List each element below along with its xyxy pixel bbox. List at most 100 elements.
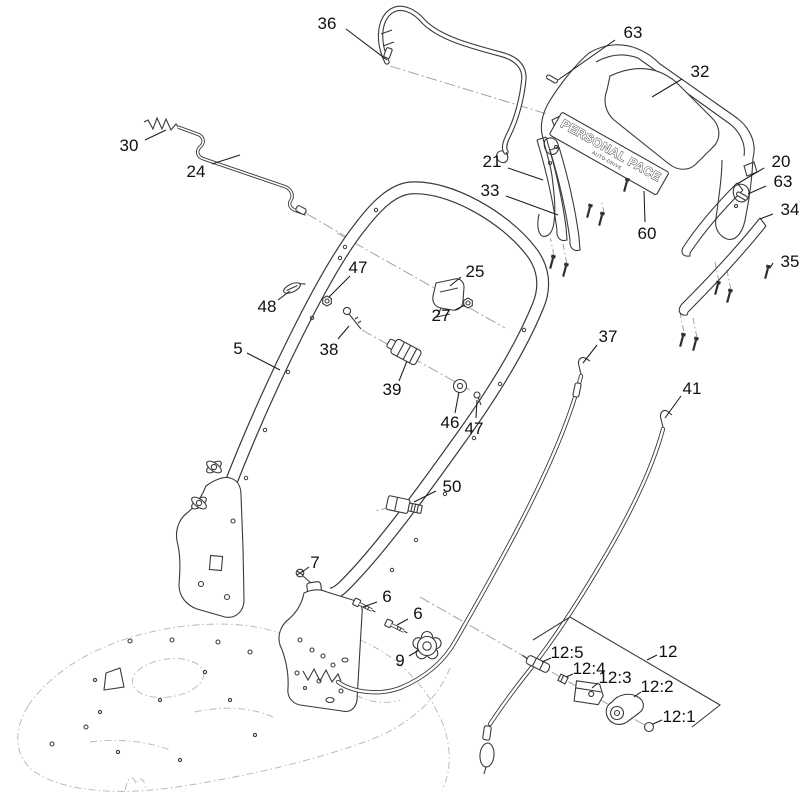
screw-63-35 (764, 264, 771, 279)
tube-rivet (471, 435, 477, 441)
tube-rivet (342, 244, 348, 250)
callout-25: 25 (466, 262, 485, 281)
leader-line-63 (557, 39, 616, 81)
leader-line-12 (646, 654, 658, 661)
shift-rod-and-spring (143, 116, 307, 216)
mower-deck-phantom (17, 623, 451, 792)
callout-27: 27 (432, 306, 451, 325)
tube-rivets (243, 207, 527, 573)
callout-39: 39 (383, 380, 402, 399)
callout-5: 5 (233, 339, 242, 358)
screw-axis-line (726, 269, 732, 291)
callout-35: 35 (781, 252, 800, 271)
leader-line-50 (413, 490, 437, 503)
callout-47: 47 (349, 258, 368, 277)
brake-cable-41 (479, 409, 673, 775)
tube-rivet (243, 475, 249, 481)
tube-rivet (497, 381, 503, 387)
nut-47a (322, 295, 332, 307)
callout-12: 12 (659, 642, 678, 661)
group-12-kit (521, 616, 721, 733)
washer-46 (452, 378, 468, 394)
leader-line-27 (454, 304, 466, 311)
leader-line-47 (475, 399, 478, 419)
leader-line-12-4 (565, 673, 574, 678)
support-left-33 (549, 146, 581, 252)
callout-60: 60 (638, 224, 657, 243)
screw-47b (473, 391, 482, 406)
cam-lock-lever (206, 460, 222, 474)
part-12-4 (557, 673, 569, 685)
leader-line-34 (759, 213, 774, 220)
leader-line-12-3 (591, 682, 599, 689)
leader-line-48 (277, 290, 291, 301)
left-handle-bracket (175, 460, 245, 618)
screw-63-35 (692, 336, 699, 351)
screw-63-35 (598, 211, 605, 226)
callout-12-5: 12:5 (550, 643, 583, 662)
callout-24: 24 (187, 162, 206, 181)
right-handle-bracket (278, 581, 363, 712)
leader-line-32 (651, 78, 683, 98)
screw-63-35 (679, 332, 686, 347)
cam-lock-levers (191, 460, 222, 510)
callout-32: 32 (691, 62, 710, 81)
tube-rivet (262, 427, 268, 433)
callout-33: 33 (481, 181, 500, 200)
leader-line-39 (398, 360, 408, 382)
leader-line-25 (449, 276, 462, 287)
callout-37: 37 (599, 327, 618, 346)
tube-rivet (285, 369, 291, 375)
screw-axis-line (692, 317, 698, 339)
screw-axis-line (679, 311, 685, 334)
callout-34: 34 (781, 200, 800, 219)
bolt-38 (342, 306, 362, 330)
tube-rivet (373, 207, 379, 213)
callout-63: 63 (624, 23, 643, 42)
callout-47: 47 (465, 419, 484, 438)
bolt-7 (295, 568, 312, 584)
tube-rivet (413, 537, 419, 543)
callout-6: 6 (382, 587, 391, 606)
callout-63: 63 (774, 172, 793, 191)
part-12-2 (605, 693, 644, 725)
leader-line-7 (301, 566, 310, 573)
callout-50: 50 (443, 477, 462, 496)
traction-cable-37 (302, 356, 591, 695)
screw-63-35 (549, 254, 556, 269)
leader-line-63 (747, 185, 767, 195)
leader-line-35 (769, 262, 774, 269)
callout-30: 30 (120, 136, 139, 155)
screw-axis-line (549, 235, 555, 257)
clip-48 (283, 282, 306, 294)
callout-48: 48 (258, 297, 277, 316)
handle-tube (221, 181, 550, 601)
bolt-6a (352, 597, 376, 613)
callout-12-3: 12:3 (598, 668, 631, 687)
leader-line-5 (246, 352, 281, 371)
tube-rivet (309, 315, 315, 321)
part-12-5 (521, 654, 551, 673)
callout-41: 41 (683, 379, 702, 398)
leader-line-36 (345, 28, 388, 61)
tube-rivet (389, 567, 395, 573)
leader-line-21 (507, 167, 544, 181)
leader-line-60 (643, 190, 646, 223)
callout-6: 6 (413, 604, 422, 623)
screw-axis-line (714, 261, 720, 283)
screw-63-35 (562, 262, 569, 277)
leader-line-9 (408, 649, 420, 657)
screw-axis-line (562, 243, 568, 265)
hardware-parts (283, 278, 482, 660)
callout-36: 36 (318, 14, 337, 33)
bail-bar (377, 5, 527, 164)
cam-lock-lever (191, 496, 207, 510)
bolt-6b (384, 618, 408, 634)
leader-line-47 (328, 275, 351, 298)
callout-46: 46 (441, 413, 460, 432)
leader-line-30 (144, 129, 167, 141)
callout-12-2: 12:2 (640, 677, 673, 696)
